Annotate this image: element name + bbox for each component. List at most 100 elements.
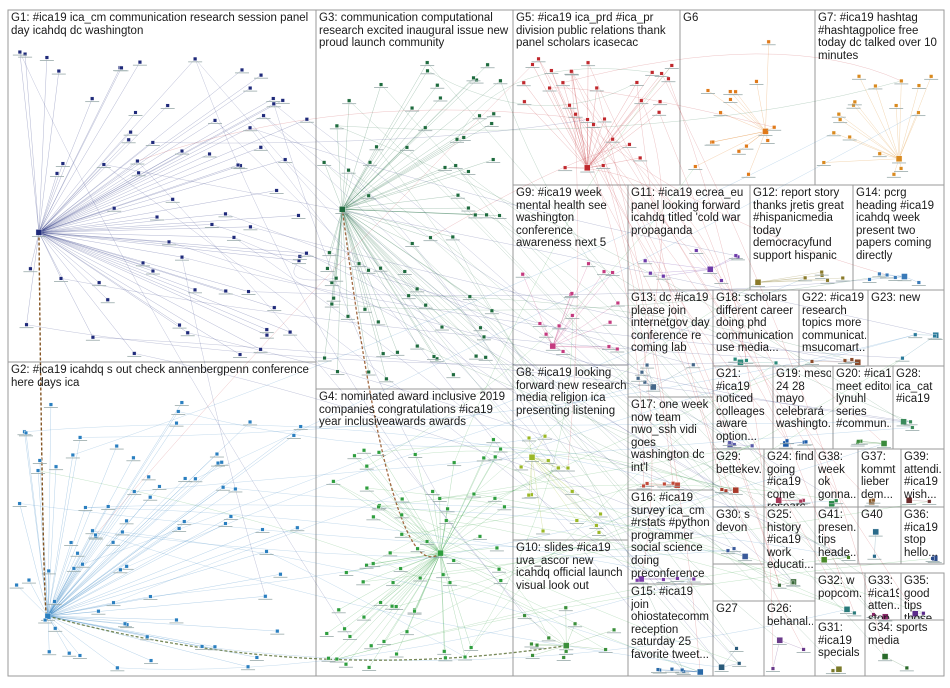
node-g4 xyxy=(394,652,399,657)
edge xyxy=(342,84,382,210)
node-g3 xyxy=(345,314,350,319)
edge xyxy=(552,315,573,347)
node-caption-mark xyxy=(586,127,601,128)
node-caption-mark xyxy=(73,440,88,441)
edge xyxy=(47,497,151,617)
node-caption-mark xyxy=(864,505,879,507)
edge xyxy=(338,552,441,611)
node-caption-mark xyxy=(661,81,676,83)
node-caption-mark xyxy=(413,580,428,582)
node-caption-mark xyxy=(256,118,271,120)
node-g3 xyxy=(334,123,339,128)
node-g2 xyxy=(264,549,269,554)
node-g4 xyxy=(415,546,420,551)
edge xyxy=(47,426,301,617)
node-caption-mark xyxy=(243,90,258,92)
node-caption-mark xyxy=(85,339,100,341)
node-caption-mark xyxy=(121,142,136,144)
edge xyxy=(587,157,641,169)
edge xyxy=(47,568,75,617)
node-g15 xyxy=(669,667,674,672)
node-caption-mark xyxy=(596,168,611,169)
edge xyxy=(349,552,441,637)
node-caption-mark xyxy=(868,535,883,537)
node-caption-mark xyxy=(326,483,341,485)
node-g4 xyxy=(404,629,409,634)
edge-between-groups xyxy=(603,165,653,580)
node-caption-mark xyxy=(208,122,223,124)
node-caption-mark xyxy=(878,620,893,622)
edge xyxy=(757,277,806,283)
node-caption-mark xyxy=(829,503,844,505)
edge xyxy=(38,127,251,233)
node-g28 xyxy=(910,425,915,430)
node-g25 xyxy=(777,583,782,588)
node-g1 xyxy=(17,50,22,55)
node-g3 xyxy=(395,350,400,355)
edge xyxy=(531,457,601,515)
node-caption-mark xyxy=(916,615,931,617)
node-caption-mark xyxy=(486,116,501,118)
node-g27 xyxy=(718,664,725,671)
node-g2 xyxy=(46,568,51,573)
edge xyxy=(531,457,544,531)
node-caption-mark xyxy=(321,660,336,662)
node-g13 xyxy=(650,383,657,391)
node-g2 xyxy=(43,618,48,623)
node-g1 xyxy=(231,235,236,240)
node-g2 xyxy=(54,464,59,469)
node-caption-mark xyxy=(878,660,893,662)
node-g4 xyxy=(391,580,396,585)
node-caption-mark xyxy=(676,674,691,675)
node-g7 xyxy=(831,130,836,135)
node-caption-mark xyxy=(128,115,143,116)
edge-between-groups xyxy=(120,362,741,571)
edge xyxy=(38,232,62,279)
edge-between-groups xyxy=(134,353,735,549)
node-g15 xyxy=(680,667,685,672)
node-caption-mark xyxy=(634,374,649,376)
node-caption-mark xyxy=(556,354,571,355)
edge xyxy=(524,101,588,169)
node-caption-mark xyxy=(610,305,625,307)
node-caption-mark xyxy=(338,666,353,668)
node-caption-mark xyxy=(815,278,830,279)
node-caption-mark xyxy=(410,551,425,553)
node-g11 xyxy=(733,253,738,258)
edge xyxy=(342,147,408,210)
node-caption-mark xyxy=(552,328,567,330)
edge-between-groups xyxy=(336,558,933,660)
node-caption-mark xyxy=(209,456,224,458)
node-caption-mark xyxy=(420,65,435,67)
edge-between-groups xyxy=(202,609,848,661)
node-g4 xyxy=(443,655,448,660)
node-caption-mark xyxy=(686,581,701,583)
edge xyxy=(47,610,99,617)
edge xyxy=(38,105,168,233)
node-g3 xyxy=(438,95,443,100)
node-caption-mark xyxy=(347,458,362,460)
edge xyxy=(47,478,196,617)
edge xyxy=(336,125,343,210)
node-g1 xyxy=(258,347,263,352)
node-g1 xyxy=(264,327,269,332)
node-g27 xyxy=(737,661,742,666)
node-g12 xyxy=(825,278,830,283)
node-g2 xyxy=(111,540,116,545)
node-caption-mark xyxy=(169,622,184,624)
node-caption-mark xyxy=(397,274,412,275)
edge xyxy=(587,118,605,168)
edge-between-groups xyxy=(336,557,849,660)
edge xyxy=(641,578,664,580)
edge xyxy=(24,54,40,233)
edge xyxy=(16,584,49,617)
node-g2 xyxy=(53,626,58,631)
edge-between-groups xyxy=(569,105,644,486)
edge xyxy=(336,552,441,660)
node-caption-mark xyxy=(525,461,540,462)
edge xyxy=(342,209,398,353)
node-caption-mark xyxy=(902,504,917,505)
node-g14 xyxy=(893,275,898,280)
edge xyxy=(587,82,638,168)
